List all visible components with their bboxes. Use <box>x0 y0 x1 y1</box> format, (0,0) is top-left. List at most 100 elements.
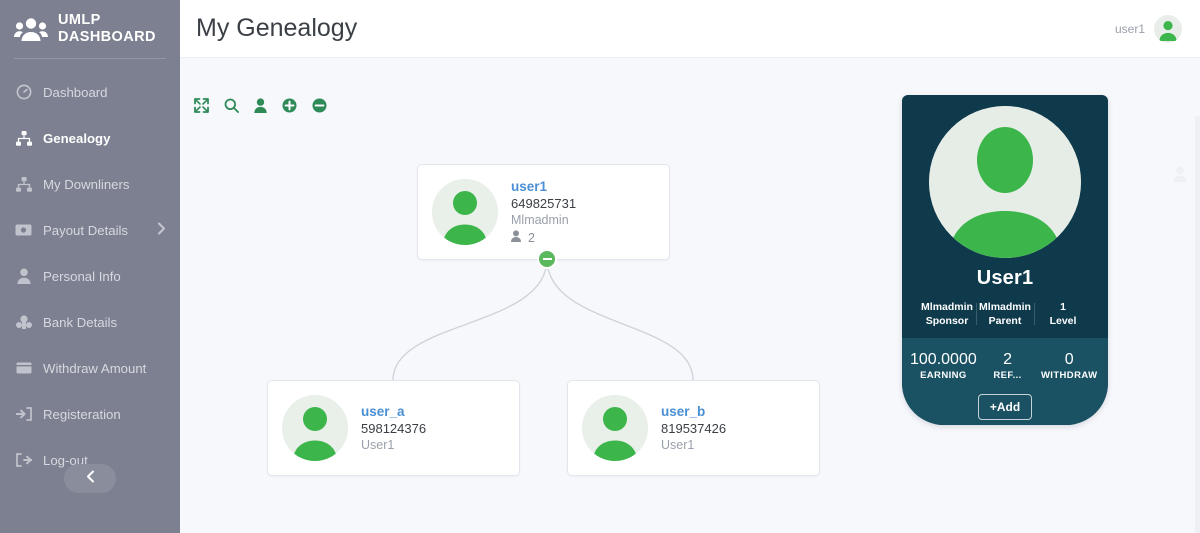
minus-circle-icon[interactable] <box>537 249 557 269</box>
meta-value: 1 <box>1060 301 1066 313</box>
stat-earning: 100.0000 EARNING <box>910 350 977 381</box>
profile-card-header: User1 Mlmadmin Sponsor Mlmadmin Parent 1 <box>902 95 1108 338</box>
brand-title-line1: UMLP <box>58 11 101 28</box>
chevron-left-icon <box>86 470 95 488</box>
sidebar-item-personal-info[interactable]: Personal Info <box>0 253 180 299</box>
watermark-icon <box>1173 166 1187 187</box>
main-area: My Genealogy user1 <box>180 0 1200 533</box>
node-name[interactable]: user1 <box>511 179 548 194</box>
sidebar-item-label: Genealogy <box>43 130 111 146</box>
scrollbar[interactable] <box>1195 116 1200 533</box>
sidebar-item-label: Dashboard <box>43 84 108 100</box>
sidebar-item-label: Withdraw Amount <box>43 360 147 376</box>
meta-label: Level <box>1049 315 1077 327</box>
zoom-out-icon[interactable] <box>312 98 327 113</box>
stat-label: REF... <box>993 370 1022 381</box>
profile-avatar <box>929 106 1081 258</box>
stat-withdraw: 0 WITHDRAW <box>1038 350 1100 381</box>
user-icon <box>15 268 32 285</box>
sidebar-item-registeration[interactable]: Registeration <box>0 391 180 437</box>
node-parent: User1 <box>661 438 695 452</box>
zoom-in-icon[interactable] <box>282 98 297 113</box>
sidebar-item-dashboard[interactable]: Dashboard <box>0 69 180 115</box>
meta-value: Mlmadmin <box>921 301 973 313</box>
node-avatar <box>282 395 348 461</box>
sitemap-icon <box>15 130 32 147</box>
profile-name: User1 <box>976 267 1034 289</box>
profile-meta-sponsor: Mlmadmin Sponsor <box>918 301 976 327</box>
sidebar-item-label: Payout Details <box>43 222 129 238</box>
brand[interactable]: UMLP DASHBOARD <box>0 0 180 58</box>
sidebar-item-bank-details[interactable]: Bank Details <box>0 299 180 345</box>
users-group-icon <box>14 16 48 42</box>
top-bar: My Genealogy user1 <box>180 0 1200 58</box>
money-bill-icon <box>15 222 32 239</box>
brand-divider <box>14 58 166 59</box>
hierarchy-icon <box>15 176 32 193</box>
stat-label: WITHDRAW <box>1040 370 1098 381</box>
profile-meta-row: Mlmadmin Sponsor Mlmadmin Parent 1 Level <box>912 301 1098 338</box>
sign-out-icon <box>15 452 32 469</box>
profile-meta-level: 1 Level <box>1034 301 1092 327</box>
sidebar-item-label: Registeration <box>43 406 121 422</box>
content-area: user1 649825731 Mlmadmin 2 <box>180 58 1200 533</box>
tree-node-child-b[interactable]: user_b 819537426 User1 <box>567 380 820 476</box>
meta-value: Mlmadmin <box>979 301 1031 313</box>
sidebar-item-label: Personal Info <box>43 268 121 284</box>
tree-node-root[interactable]: user1 649825731 Mlmadmin 2 <box>417 164 670 260</box>
expand-icon[interactable] <box>194 98 209 113</box>
add-button[interactable]: +Add <box>977 394 1033 420</box>
profile-stats-section: 100.0000 EARNING 2 REF... 0 WITHDRAW +Ad… <box>902 338 1108 425</box>
sidebar-item-genealogy[interactable]: Genealogy <box>0 115 180 161</box>
sidebar-item-label: Bank Details <box>43 314 118 330</box>
sidebar-item-withdraw-amount[interactable]: Withdraw Amount <box>0 345 180 391</box>
node-name[interactable]: user_b <box>661 404 706 419</box>
avatar[interactable] <box>1154 14 1182 43</box>
tree-node-child-a[interactable]: user_a 598124376 User1 <box>267 380 520 476</box>
sidebar-collapse-button[interactable] <box>64 464 116 493</box>
brand-title-line2: DASHBOARD <box>58 28 156 45</box>
node-info: user_b 819537426 User1 <box>661 404 726 452</box>
node-count-value: 2 <box>528 230 535 245</box>
profile-meta-parent: Mlmadmin Parent <box>976 301 1034 327</box>
tree-toolbar <box>194 98 327 113</box>
node-id: 649825731 <box>511 196 577 211</box>
speedometer-icon <box>15 84 32 101</box>
stat-value: 0 <box>1064 351 1074 368</box>
page-title: My Genealogy <box>196 14 358 42</box>
meta-label: Sponsor <box>925 315 969 327</box>
node-parent: Mlmadmin <box>511 213 569 227</box>
node-avatar <box>432 179 498 245</box>
meta-label: Parent <box>988 315 1022 327</box>
sidebar-item-payout-details[interactable]: Payout Details <box>0 207 180 253</box>
tree-connectors <box>392 258 694 381</box>
profile-card: User1 Mlmadmin Sponsor Mlmadmin Parent 1 <box>902 95 1108 425</box>
node-name[interactable]: user_a <box>361 404 405 419</box>
sidebar-item-label: Log-out <box>43 452 88 468</box>
chevron-right-icon <box>157 222 166 238</box>
brand-title: UMLP DASHBOARD <box>58 12 156 46</box>
wallet-icon <box>15 360 32 377</box>
sidebar-item-label: My Downliners <box>43 176 130 192</box>
top-bar-username: user1 <box>1114 21 1145 36</box>
profile-stats-row: 100.0000 EARNING 2 REF... 0 WITHDRAW <box>910 350 1100 381</box>
node-downline-count: 2 <box>511 230 576 245</box>
node-info: user_a 598124376 User1 <box>361 404 426 452</box>
person-icon[interactable] <box>254 98 267 113</box>
user-small-icon <box>511 230 523 245</box>
sign-in-icon <box>15 406 32 423</box>
node-parent: User1 <box>361 438 395 452</box>
stat-value: 2 <box>1003 351 1012 368</box>
node-id: 819537426 <box>661 421 727 436</box>
stat-value: 100.0000 <box>910 351 977 368</box>
sidebar-item-log-out[interactable]: Log-out <box>0 437 180 483</box>
stat-label: EARNING <box>920 370 967 381</box>
search-icon[interactable] <box>224 98 239 113</box>
bank-icon <box>15 314 32 331</box>
node-id: 598124376 <box>361 421 427 436</box>
node-avatar <box>582 395 648 461</box>
sidebar-nav: Dashboard Genealogy <box>0 67 180 483</box>
sidebar-item-my-downliners[interactable]: My Downliners <box>0 161 180 207</box>
top-bar-user-area[interactable]: user1 <box>1114 14 1182 43</box>
